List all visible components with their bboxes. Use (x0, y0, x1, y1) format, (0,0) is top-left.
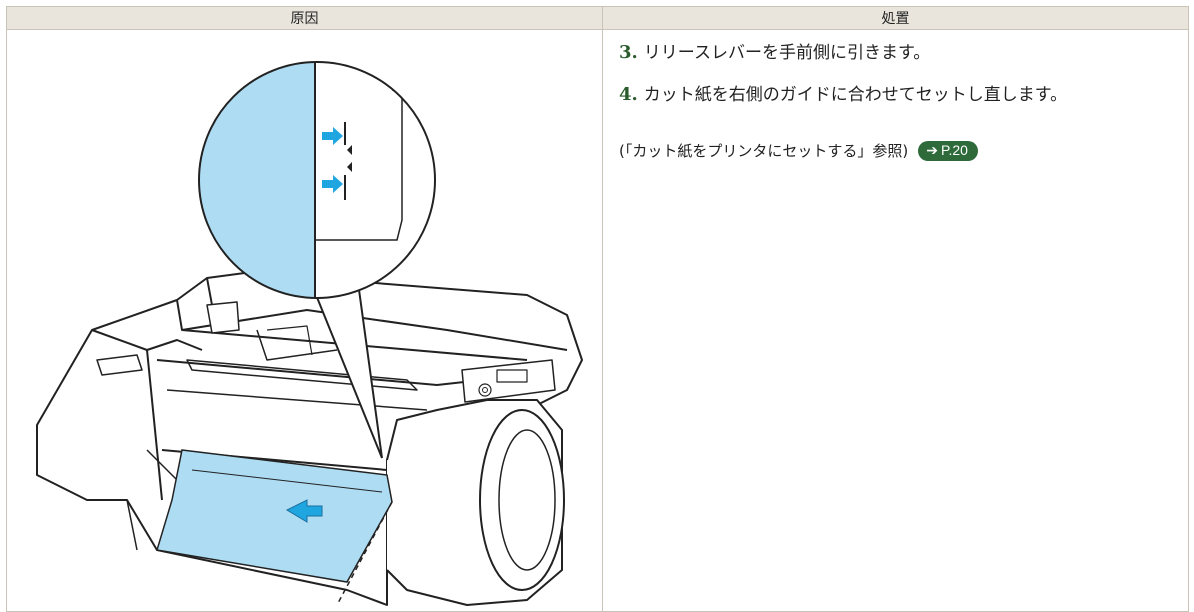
step-text: リリースレバーを手前側に引きます。 (643, 43, 931, 63)
step-number: 4. (619, 84, 638, 105)
guide-dashed-line (336, 501, 393, 606)
cause-cell (6, 30, 603, 612)
header-cause: 原因 (6, 6, 603, 30)
blue-arrow-upper (322, 127, 343, 145)
troubleshooting-table: 原因 処置 (6, 6, 1189, 612)
magnified-detail (198, 61, 436, 299)
printer-illustration (36, 61, 583, 606)
step-3: 3.リリースレバーを手前側に引きます。 (619, 38, 930, 63)
step-number: 3. (619, 42, 638, 63)
header-solution: 処置 (603, 6, 1189, 30)
arrow-right-icon: ➔ (926, 142, 938, 158)
step-text: カット紙を右側のガイドに合わせてセットし直します。 (643, 85, 1068, 105)
page-link-button[interactable]: ➔P.20 (918, 141, 978, 161)
page-link-label: P.20 (940, 142, 968, 158)
reference-text: (「カット紙をプリンタにセットする」参照) (619, 142, 909, 160)
reference-note: (「カット紙をプリンタにセットする」参照) ➔P.20 (619, 140, 978, 161)
step-4: 4.カット紙を右側のガイドに合わせてセットし直します。 (619, 80, 1067, 105)
cut-paper (156, 449, 393, 583)
solution-cell: 3.リリースレバーを手前側に引きます。 4.カット紙を右側のガイドに合わせてセッ… (603, 30, 1189, 612)
paper-direction-arrow (285, 499, 323, 523)
blue-arrow-lower (322, 175, 343, 193)
